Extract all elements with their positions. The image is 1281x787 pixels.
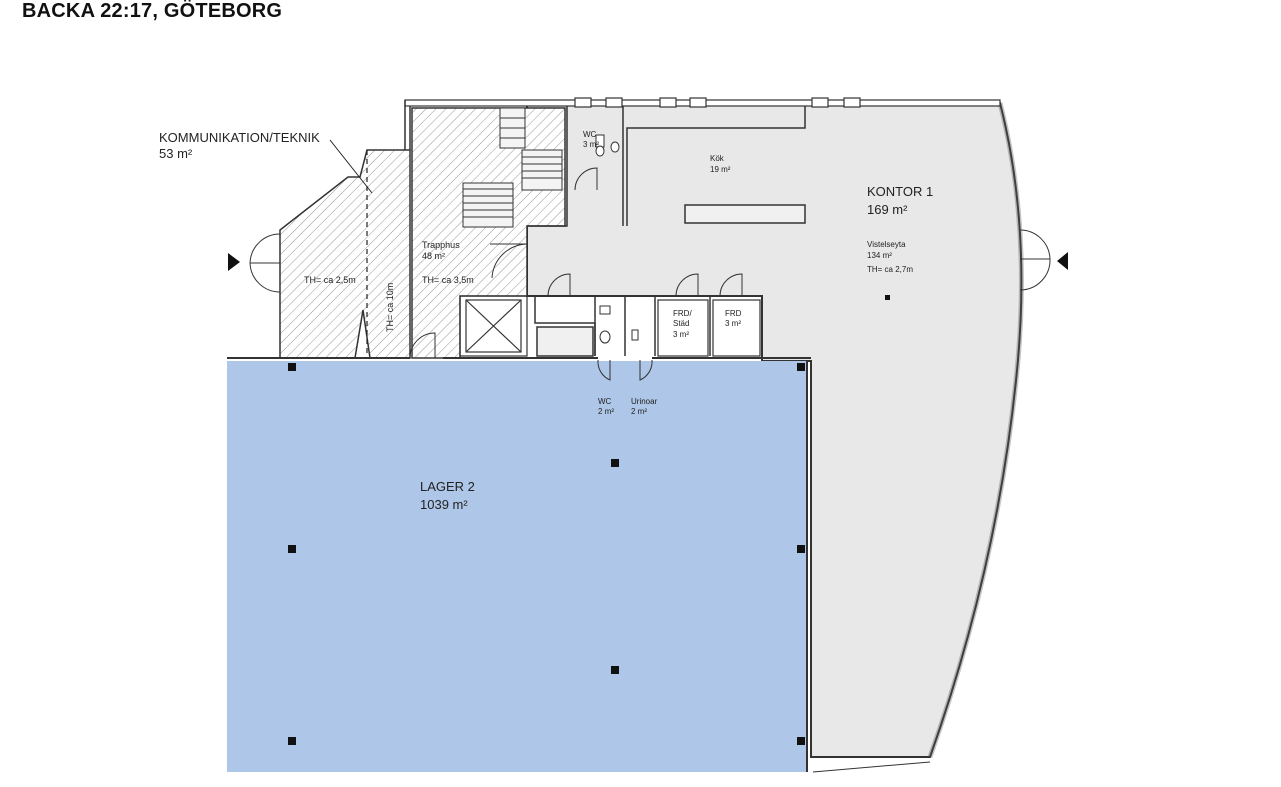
vistelseyta-area-label: 134 m² <box>867 251 892 260</box>
frd-label: FRD <box>725 309 742 318</box>
kontor-th-label: TH= ca 2,7m <box>867 265 913 274</box>
door-arc-trapphus <box>490 243 528 279</box>
trapphus-th-label: TH= ca 3,5m <box>422 275 474 285</box>
frd-area-label: 3 m² <box>725 319 741 328</box>
lager-wall-bottom-ext2 <box>812 761 931 773</box>
kok-label: Kök <box>710 154 725 163</box>
lager-area <box>227 361 807 772</box>
frd-stad-area-label: 3 m² <box>673 330 689 339</box>
kontor-label: KONTOR 1 <box>867 184 933 199</box>
stairs <box>462 107 563 228</box>
lager-label: LAGER 2 <box>420 479 475 494</box>
entrance-arrow-left <box>228 253 240 271</box>
toilet-fixtures <box>595 134 639 344</box>
kontor-area <box>526 102 1023 758</box>
frd-stad-label-1: FRD/ <box>673 309 692 318</box>
columns <box>288 295 890 745</box>
trapphus-label: Trapphus <box>422 240 460 250</box>
kommunikation-area-label: 53 m² <box>159 146 193 161</box>
urinoar-area-label: 2 m² <box>631 407 647 416</box>
frd-stad-label-2: Städ <box>673 319 689 328</box>
wc-top-area-label: 3 m² <box>583 140 599 149</box>
kontor-area-label: 169 m² <box>867 202 908 217</box>
right-entrance <box>1019 229 1051 291</box>
wc-top-label: WC <box>583 130 597 139</box>
interior-walls <box>404 100 806 357</box>
frd-rooms <box>657 299 761 357</box>
th-vertical-label: TH= ca 10m <box>385 283 395 332</box>
leader-line <box>329 139 373 194</box>
vistelseyta-label: Vistelseyta <box>867 240 906 249</box>
th-left-label: TH= ca 2,5m <box>304 275 356 285</box>
wc-bottom-label: WC <box>598 397 612 406</box>
lager-area-label: 1039 m² <box>420 497 468 512</box>
plan-title: BACKA 22:17, GÖTEBORG <box>22 0 283 22</box>
facade-line <box>927 102 1024 758</box>
kok-area-label: 19 m² <box>710 165 731 174</box>
urinoar-label: Urinoar <box>631 397 658 406</box>
elevator-shaft <box>459 295 528 357</box>
wc-bottom-area-label: 2 m² <box>598 407 614 416</box>
top-wall <box>404 97 1001 108</box>
left-entrance <box>249 230 281 295</box>
kommunikation-label: KOMMUNIKATION/TEKNIK <box>159 130 320 145</box>
trapphus-area-label: 48 m² <box>422 251 445 261</box>
entrance-arrow-right <box>1057 252 1068 270</box>
door-arcs <box>409 167 743 381</box>
